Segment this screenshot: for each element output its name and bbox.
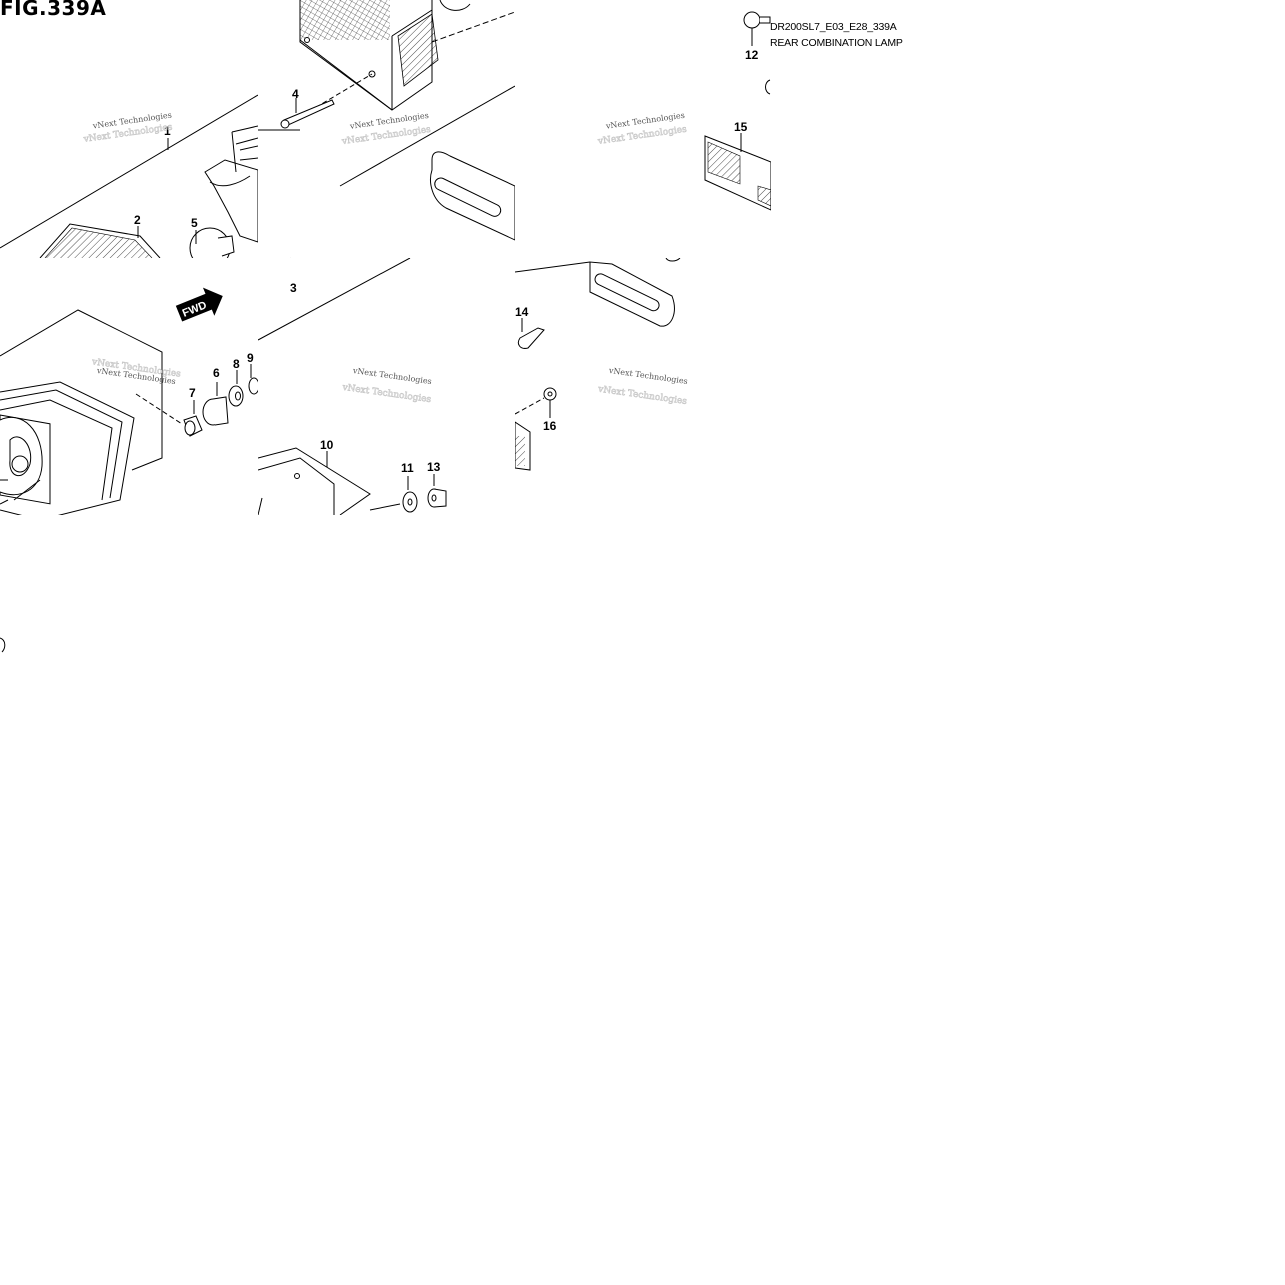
watermark-outline: vNext Technologies <box>597 384 688 407</box>
figure-title: FIG.339A <box>0 0 107 20</box>
callout-6: 6 <box>213 366 220 380</box>
callout-11: 11 <box>401 461 414 475</box>
watermark: vNext Technologies <box>351 366 432 386</box>
callout-14: 14 <box>515 305 529 319</box>
callout-9: 9 <box>247 351 254 365</box>
callout-1: 1 <box>164 124 171 138</box>
callout-16: 16 <box>543 419 557 433</box>
watermark-outline: vNext Technologies <box>341 383 432 406</box>
callout-15: 15 <box>734 120 748 134</box>
figure-code: DR200SL7_E03_E28_339A <box>770 21 897 33</box>
callout-5: 5 <box>191 216 198 230</box>
callout-10: 10 <box>320 438 334 452</box>
figure-caption: REAR COMBINATION LAMP <box>770 37 903 49</box>
callout-13: 13 <box>427 460 441 474</box>
callout-7: 7 <box>189 386 196 400</box>
callout-8: 8 <box>233 357 240 371</box>
callout-2: 2 <box>134 213 141 227</box>
callout-4: 4 <box>292 87 299 101</box>
callout-12: 12 <box>745 48 759 62</box>
callout-3: 3 <box>290 281 297 295</box>
watermark: vNext Technologies <box>607 366 688 386</box>
